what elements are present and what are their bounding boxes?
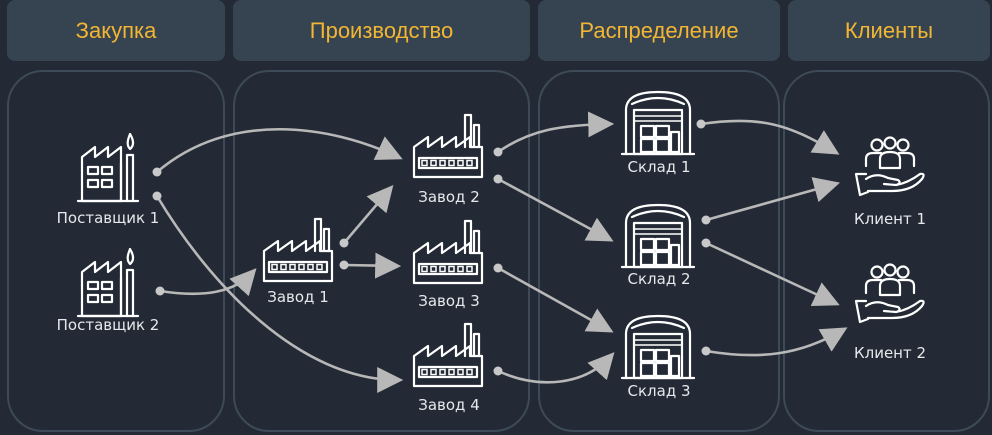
stage-header-clients: Клиенты <box>788 0 990 61</box>
node-label: Завод 3 <box>418 292 480 310</box>
arrow-supplier1-plant4 <box>155 195 404 393</box>
factory-icon <box>412 113 484 179</box>
factory-icon <box>262 217 334 283</box>
arrow-warehouse1-client1 <box>700 119 840 155</box>
client-hand-people-icon <box>854 136 925 197</box>
factory-icon <box>412 219 484 285</box>
arrow-plant1-plant2 <box>343 185 394 244</box>
node-label: Завод 2 <box>418 188 480 206</box>
node-plant-2: Завод 2 <box>412 113 484 206</box>
factory-with-flame-icon <box>76 247 140 318</box>
flow-arrows <box>155 111 848 393</box>
arrow-warehouse3-client2 <box>705 327 848 357</box>
connection-dots <box>152 119 711 376</box>
arrow-plant4-warehouse3 <box>497 352 615 384</box>
node-label: Поставщик 1 <box>57 209 160 227</box>
arrow-warehouse2-client2 <box>705 241 840 307</box>
arrow-plant2-warehouse2 <box>497 177 614 242</box>
node-label: Клиент 2 <box>854 344 926 362</box>
node-warehouse-3: Склад 3 <box>620 314 696 400</box>
stage-panel-procurement <box>7 70 225 432</box>
node-warehouse-2: Склад 2 <box>620 203 696 288</box>
node-label: Склад 1 <box>628 158 691 176</box>
warehouse-icon <box>620 203 696 269</box>
stage-header-distribution: Распределение <box>538 0 780 61</box>
node-plant-3: Завод 3 <box>412 219 484 310</box>
node-label: Поставщик 2 <box>57 316 160 334</box>
arrow-supplier1-plant2 <box>156 128 403 173</box>
arrow-plant1-plant3 <box>343 252 402 279</box>
client-hand-people-icon <box>854 263 925 324</box>
node-client-2: Клиент 2 <box>854 263 926 362</box>
node-plant-4: Завод 4 <box>412 322 484 414</box>
arrow-supplier2-plant1 <box>159 268 257 297</box>
node-warehouse-1: Склад 1 <box>620 90 696 176</box>
arrow-plant2-warehouse1 <box>497 111 615 154</box>
node-supplier-1: Поставщик 1 <box>57 132 160 227</box>
factory-with-flame-icon <box>76 132 140 203</box>
stage-header-production: Производство <box>233 0 530 61</box>
stage-panel-distribution <box>538 70 780 432</box>
node-supplier-2: Поставщик 2 <box>57 247 160 334</box>
arrow-plant3-warehouse3 <box>497 266 614 333</box>
node-plant-1: Завод 1 <box>262 217 334 306</box>
node-label: Склад 2 <box>628 270 691 288</box>
node-label: Завод 4 <box>418 396 480 414</box>
factory-icon <box>412 322 484 388</box>
arrow-warehouse2-client1 <box>705 177 841 222</box>
warehouse-icon <box>620 90 696 156</box>
node-label: Склад 3 <box>628 382 691 400</box>
warehouse-icon <box>620 314 696 380</box>
node-client-1: Клиент 1 <box>854 136 926 228</box>
stage-header-procurement: Закупка <box>7 0 225 61</box>
stage-panel-clients <box>783 70 990 432</box>
stage-panel-production <box>233 70 530 432</box>
node-label: Клиент 1 <box>854 210 926 228</box>
node-label: Завод 1 <box>267 288 329 306</box>
